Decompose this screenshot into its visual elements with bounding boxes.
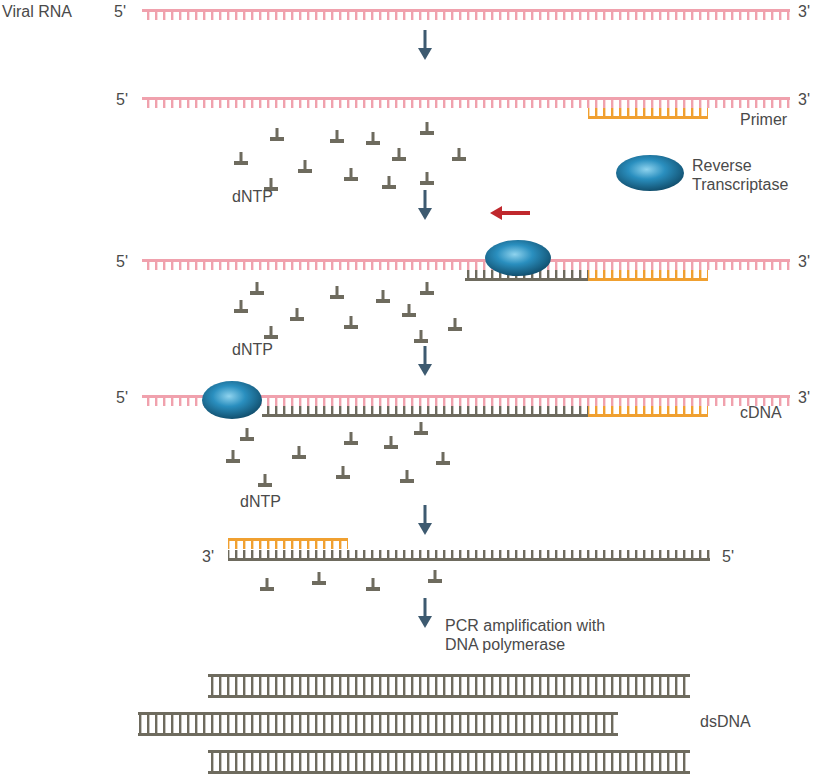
reverse-transcriptase-enzyme [202, 381, 262, 419]
cdna-with-primer [228, 538, 710, 561]
direction-arrow [490, 206, 530, 220]
product-label: dsDNA [700, 712, 751, 731]
dntp-label: dNTP [232, 340, 273, 359]
step-arrow [418, 505, 432, 535]
dntp-label: dNTP [240, 492, 281, 511]
viral-rna-strand [142, 9, 790, 20]
strand-name: Viral RNA [2, 2, 72, 21]
strand-end-label: 3' [798, 90, 810, 109]
strand-end-label: 5' [116, 90, 128, 109]
enzyme-label: Reverse Transcriptase [692, 156, 802, 194]
strand-end-label: 3' [202, 547, 214, 566]
strand-end-label: 5' [722, 547, 734, 566]
strand-end-label: 5' [116, 388, 128, 407]
dntp-pool [226, 422, 450, 487]
cdna-label: cDNA [740, 403, 782, 422]
dsdna-ladder [208, 674, 690, 698]
dntp-label: dNTP [232, 187, 273, 206]
strand-end-label: 3' [798, 252, 810, 271]
rna-elongation-start [142, 259, 790, 281]
step-caption: PCR amplification with DNA polymerase [445, 616, 620, 654]
primer-label: Primer [740, 110, 787, 129]
strand-end-label: 3' [798, 388, 810, 407]
strand-end-label: 3' [798, 2, 810, 21]
step-arrow [418, 190, 432, 220]
dntp-pool [260, 570, 442, 591]
rna-with-primer [142, 97, 790, 119]
dntp-pool [234, 282, 462, 343]
reverse-transcriptase-enzyme [485, 240, 551, 276]
dntp-pool [234, 122, 466, 191]
dsdna-ladder [208, 750, 690, 774]
step-arrow [418, 30, 432, 60]
reverse-transcriptase-enzyme [616, 155, 684, 191]
dsdna-ladder [138, 712, 618, 736]
step-arrow [418, 598, 432, 628]
step-arrow [418, 346, 432, 376]
strand-end-label: 5' [116, 252, 128, 271]
strand-end-label: 5' [114, 2, 126, 21]
